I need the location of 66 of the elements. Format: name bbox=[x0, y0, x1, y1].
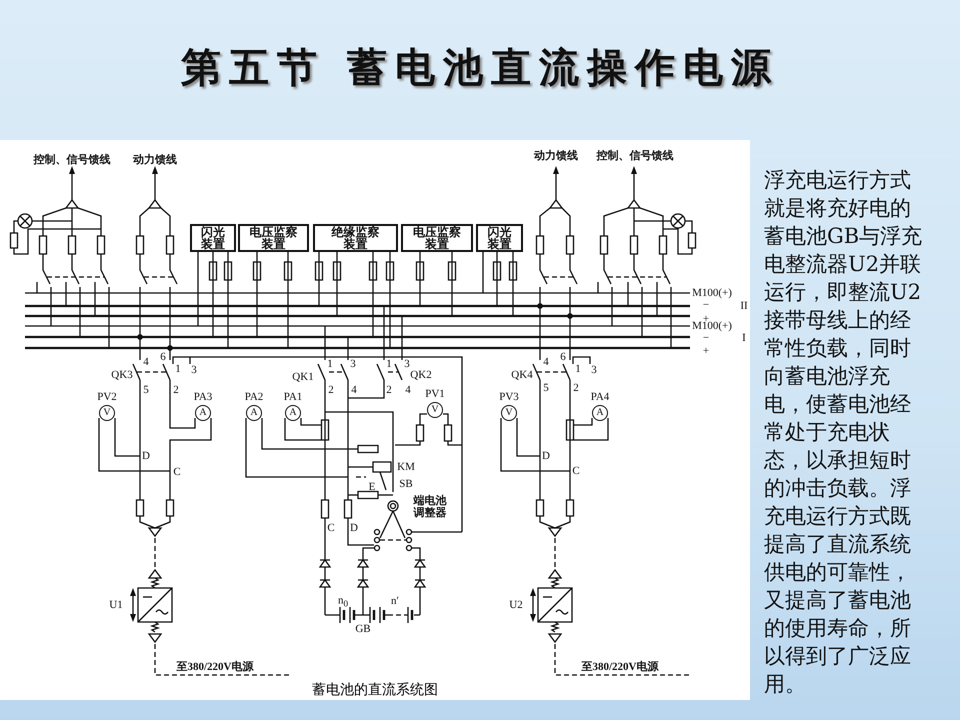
terminal-number: 3 bbox=[404, 358, 410, 370]
terminal-number: 4 bbox=[143, 356, 149, 368]
switch-label: QK2 bbox=[410, 369, 432, 381]
meter-label: PA4 bbox=[590, 391, 610, 403]
bus-section-label: I bbox=[742, 332, 746, 344]
cell-count-label: n$_{0}$ bbox=[338, 594, 348, 610]
slide-title: 第五节 蓄电池直流操作电源 bbox=[180, 43, 780, 93]
device-box: 闪光装置 bbox=[190, 224, 236, 252]
terminal-number: 1 bbox=[327, 358, 333, 370]
supply-label: 至380/220V电源 bbox=[582, 661, 658, 673]
meter-label: PA3 bbox=[194, 391, 212, 403]
figure-caption: 蓄电池的直流系统图 bbox=[312, 681, 438, 699]
point-label: C bbox=[327, 522, 335, 534]
terminal-number: 4 bbox=[405, 384, 411, 396]
terminal-number: 4 bbox=[351, 384, 357, 396]
terminal-number: 1 bbox=[175, 363, 181, 375]
device-box: 电压监察装置 bbox=[238, 224, 309, 252]
terminal-number: 3 bbox=[591, 364, 597, 376]
terminal-number: 3 bbox=[191, 364, 197, 376]
terminal-number: 1 bbox=[575, 363, 581, 375]
device-box: 绝缘监察装置 bbox=[313, 224, 398, 252]
device-box: 闪光装置 bbox=[476, 224, 523, 252]
polarity-mark: − bbox=[702, 332, 710, 344]
device-label: 端电池调整器 bbox=[414, 495, 446, 519]
relay-label: KM bbox=[397, 461, 415, 473]
terminal-number: 5 bbox=[143, 384, 149, 396]
meter-label: PV3 bbox=[499, 391, 519, 403]
terminal-number: 6 bbox=[160, 351, 166, 363]
point-label: D bbox=[542, 450, 550, 462]
point-label: D bbox=[142, 450, 150, 462]
feeder-label: 控制、信号馈线 bbox=[596, 150, 674, 162]
switch-label: QK3 bbox=[111, 369, 133, 381]
switch-label: QK1 bbox=[292, 371, 314, 383]
point-label: C bbox=[173, 466, 181, 478]
battery-label: GB bbox=[355, 623, 371, 635]
polarity-mark: + bbox=[702, 345, 710, 357]
terminal-number: 1 bbox=[386, 358, 392, 370]
terminal-number: 3 bbox=[350, 358, 356, 370]
bus-label: M100(+) bbox=[692, 287, 732, 299]
terminal-number: 6 bbox=[560, 351, 566, 363]
feeder-label: 动力馈线 bbox=[133, 154, 177, 166]
supply-label: 至380/220V电源 bbox=[176, 661, 254, 673]
meter-label: PA2 bbox=[244, 391, 264, 403]
point-label: D bbox=[350, 522, 358, 534]
meter-label: PA1 bbox=[284, 391, 302, 403]
feeder-label: 控制、信号馈线 bbox=[34, 154, 110, 166]
meter-label: PV1 bbox=[425, 388, 445, 400]
button-label: SB bbox=[399, 478, 413, 490]
terminal-number: 2 bbox=[573, 382, 579, 394]
device-box: 电压监察装置 bbox=[401, 224, 473, 252]
bus-section-label: II bbox=[740, 300, 748, 312]
feeder-label: 动力馈线 bbox=[534, 150, 578, 162]
polarity-mark: − bbox=[702, 299, 710, 311]
rectifier-label: U2 bbox=[509, 599, 523, 611]
switch-label: QK4 bbox=[511, 369, 533, 381]
cell-count-label: n′ bbox=[391, 595, 399, 607]
terminal-number: 2 bbox=[386, 384, 392, 396]
rectifier-label: U1 bbox=[109, 599, 123, 611]
terminal-number: 2 bbox=[328, 384, 334, 396]
terminal-number: 5 bbox=[543, 382, 549, 394]
point-label: E bbox=[368, 481, 376, 493]
point-label: C bbox=[572, 465, 580, 477]
terminal-number: 4 bbox=[543, 356, 549, 368]
terminal-number: 2 bbox=[173, 384, 179, 396]
meter-label: PV2 bbox=[97, 391, 117, 403]
description-text: 浮充电运行方式就是将充好电的蓄电池GB与浮充电整流器U2并联运行，即整流U2接带母线上的经常性负载，同时向蓄电池浮充电，使蓄电池经常处于充电状态，以承担短时的冲击负载。浮充电运行方式既提高了直流系统供电的可靠性，又提高了蓄电池的使用寿命，所以得到了广泛应用。 bbox=[764, 167, 924, 698]
